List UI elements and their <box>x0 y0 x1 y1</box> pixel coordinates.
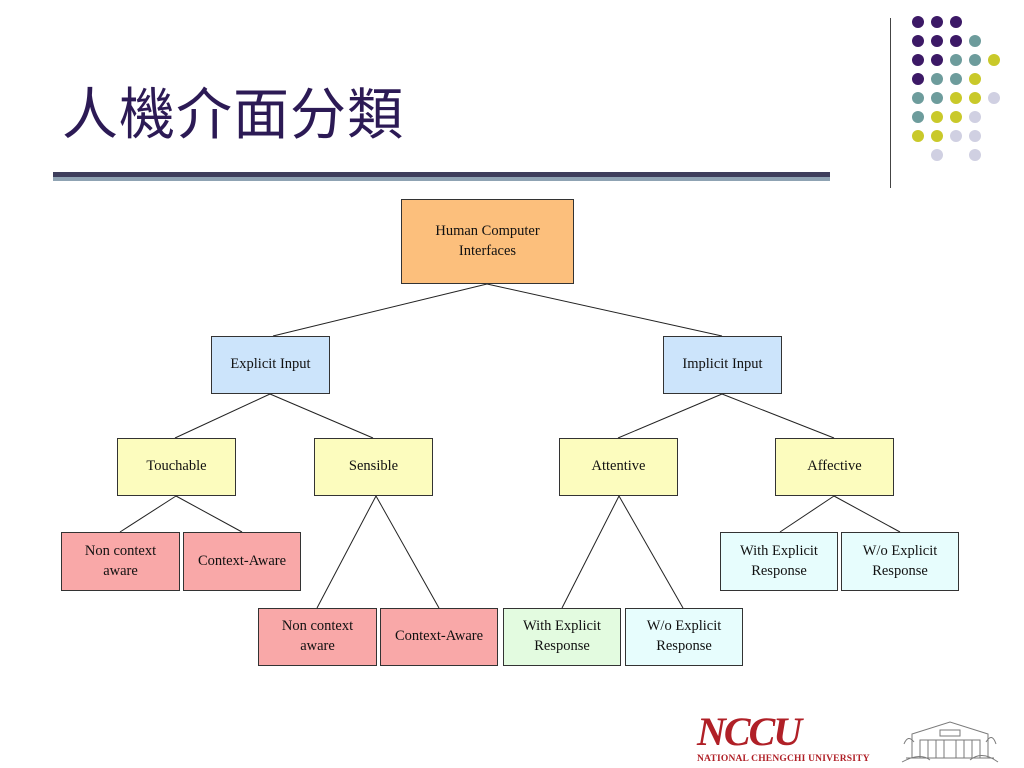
slide-title: 人機介面分類 <box>62 83 404 148</box>
node-implicit-input: Implicit Input <box>663 336 782 394</box>
decor-dot <box>969 35 981 47</box>
connector-line <box>561 495 620 609</box>
decor-dot <box>950 111 962 123</box>
node-label: Explicit Input <box>230 356 311 373</box>
connector-line <box>272 283 488 337</box>
decor-dot <box>931 149 943 161</box>
decor-divider <box>890 18 891 188</box>
node-sensible-context-aware: Context-Aware <box>380 608 498 666</box>
connector-line <box>175 495 243 533</box>
decor-dot <box>950 92 962 104</box>
decor-dot <box>950 16 962 28</box>
title-underline-shadow <box>53 177 830 181</box>
node-label: W/o Explicit Response <box>646 618 722 654</box>
decor-dot <box>931 16 943 28</box>
decor-dot <box>969 130 981 142</box>
decor-dot <box>912 35 924 47</box>
node-touchable-non-context-aware: Non context aware <box>61 532 180 591</box>
node-human-computer-interfaces: Human Computer Interfaces <box>401 199 574 284</box>
node-label: Attentive <box>591 458 646 475</box>
node-attentive-with-explicit-response: With Explicit Response <box>503 608 621 666</box>
decor-dot <box>950 73 962 85</box>
decor-dot <box>969 111 981 123</box>
node-sensible: Sensible <box>314 438 433 496</box>
decor-dot <box>988 92 1000 104</box>
decor-dot <box>950 35 962 47</box>
connector-line <box>269 393 374 439</box>
connector-line <box>174 393 271 439</box>
node-label: Affective <box>807 458 862 475</box>
decor-dot <box>912 16 924 28</box>
node-label: Sensible <box>348 458 399 475</box>
connector-line <box>721 393 835 439</box>
node-label: W/o Explicit Response <box>862 542 938 579</box>
decor-dot <box>912 111 924 123</box>
university-building-icon <box>901 721 999 763</box>
node-label: Touchable <box>146 458 207 475</box>
connector-line <box>486 283 723 337</box>
connector-line <box>779 495 835 533</box>
university-logo: NCCU NATIONAL CHENGCHI UNIVERSITY <box>697 709 870 765</box>
node-label: Context-Aware <box>394 628 484 645</box>
node-affective-with-explicit-response: With Explicit Response <box>720 532 838 591</box>
node-label: Human Computer Interfaces <box>435 222 540 259</box>
node-label: With Explicit Response <box>523 618 601 654</box>
connector-line <box>375 495 440 609</box>
node-label: Non context aware <box>84 542 157 579</box>
decor-dot <box>912 130 924 142</box>
decor-dot <box>969 73 981 85</box>
node-explicit-input: Explicit Input <box>211 336 330 394</box>
node-attentive: Attentive <box>559 438 678 496</box>
decor-dot <box>988 54 1000 66</box>
node-affective: Affective <box>775 438 894 496</box>
node-touchable: Touchable <box>117 438 236 496</box>
connector-line <box>617 393 723 439</box>
connector-line <box>618 495 684 609</box>
decor-dot <box>912 92 924 104</box>
node-label: Context-Aware <box>197 552 287 569</box>
connector-line <box>833 495 901 533</box>
decor-dot <box>931 73 943 85</box>
decor-dot <box>969 92 981 104</box>
title-underline <box>53 172 830 177</box>
node-sensible-non-context-aware: Non context aware <box>258 608 377 666</box>
node-touchable-context-aware: Context-Aware <box>183 532 301 591</box>
decor-dot <box>950 54 962 66</box>
node-label: With Explicit Response <box>740 542 818 579</box>
connector-line <box>316 495 377 609</box>
decor-dot <box>950 130 962 142</box>
decor-dot <box>931 111 943 123</box>
decor-dot <box>931 92 943 104</box>
decor-dot <box>969 149 981 161</box>
decor-dot <box>912 73 924 85</box>
decor-dot <box>969 54 981 66</box>
node-label: Implicit Input <box>682 356 763 373</box>
node-label: Non context aware <box>281 618 354 654</box>
decor-dot <box>931 130 943 142</box>
decor-dot <box>931 35 943 47</box>
node-affective-without-explicit-response: W/o Explicit Response <box>841 532 959 591</box>
logo-mark: NCCU <box>697 709 802 754</box>
node-attentive-without-explicit-response: W/o Explicit Response <box>625 608 743 666</box>
decor-dot <box>912 54 924 66</box>
logo-university-name: NATIONAL CHENGCHI UNIVERSITY <box>697 754 870 764</box>
connector-line <box>119 495 177 533</box>
decor-dot <box>931 54 943 66</box>
